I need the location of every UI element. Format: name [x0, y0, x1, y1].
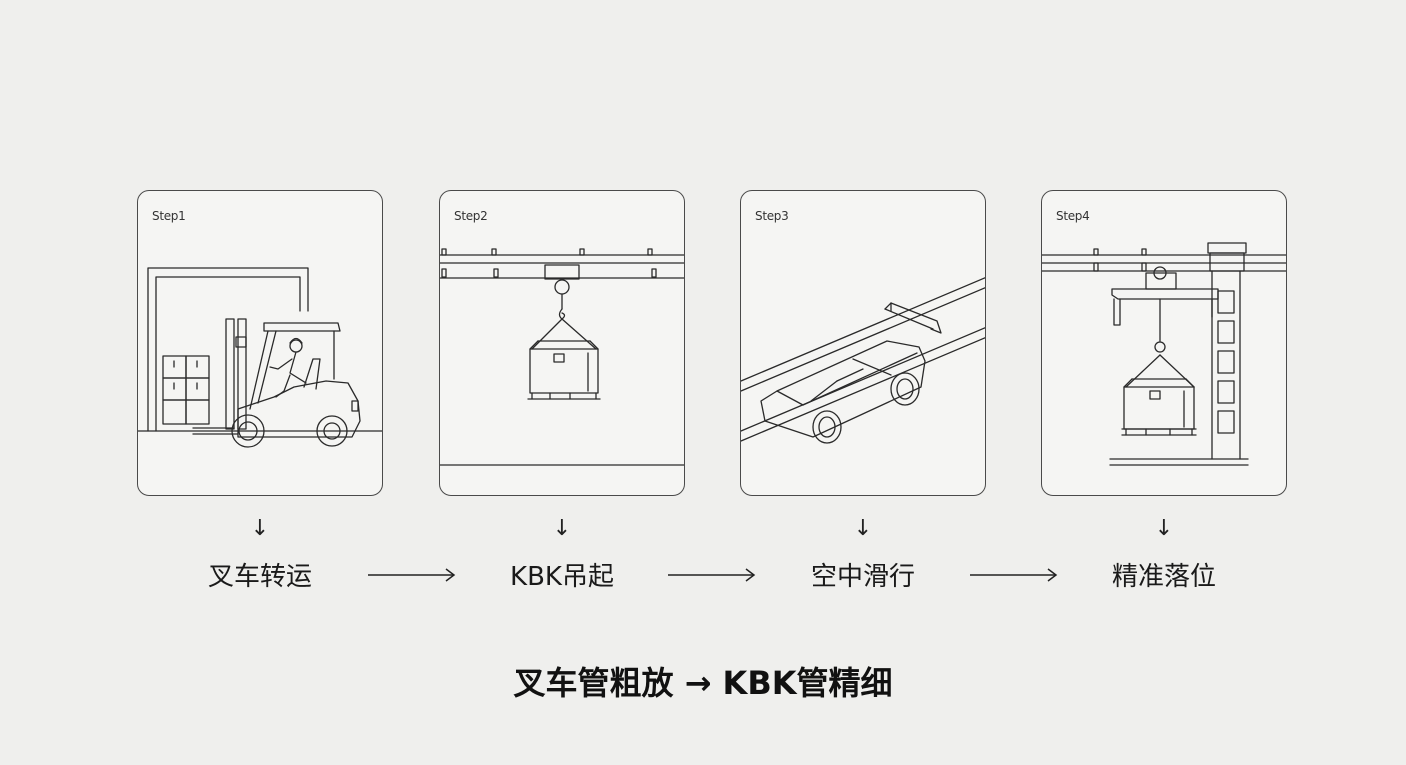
step-label: Step2 — [454, 209, 488, 223]
step-card-4: Step4 — [1041, 190, 1287, 496]
down-arrow-1: ↓ — [250, 516, 270, 541]
down-arrow-3: ↓ — [853, 516, 873, 541]
summary-caption: 叉车管粗放 → KBK管精细 — [513, 664, 893, 702]
step-label: Step4 — [1056, 209, 1090, 223]
rail-trolley-icon — [741, 277, 985, 444]
step-title-2: KBK吊起 — [510, 562, 614, 592]
step-title-4: 精准落位 — [1111, 562, 1216, 592]
lowering-load-icon — [1042, 242, 1286, 466]
step-label: Step1 — [152, 209, 186, 223]
step-label: Step3 — [755, 209, 789, 223]
step-card-3: Step3 — [740, 190, 986, 496]
step-title-3: 空中滑行 — [810, 562, 915, 592]
down-arrow-2: ↓ — [552, 516, 572, 541]
right-arrow-icon — [368, 568, 456, 582]
step-title-1: 叉车转运 — [207, 562, 312, 592]
step-card-2: Step2 — [439, 190, 685, 496]
forklift-icon — [138, 267, 382, 448]
right-arrow-icon — [668, 568, 756, 582]
crane-hoist-icon — [440, 248, 684, 466]
down-arrow-4: ↓ — [1154, 516, 1174, 541]
step-card-1: Step1 — [137, 190, 383, 496]
right-arrow-icon — [970, 568, 1058, 582]
